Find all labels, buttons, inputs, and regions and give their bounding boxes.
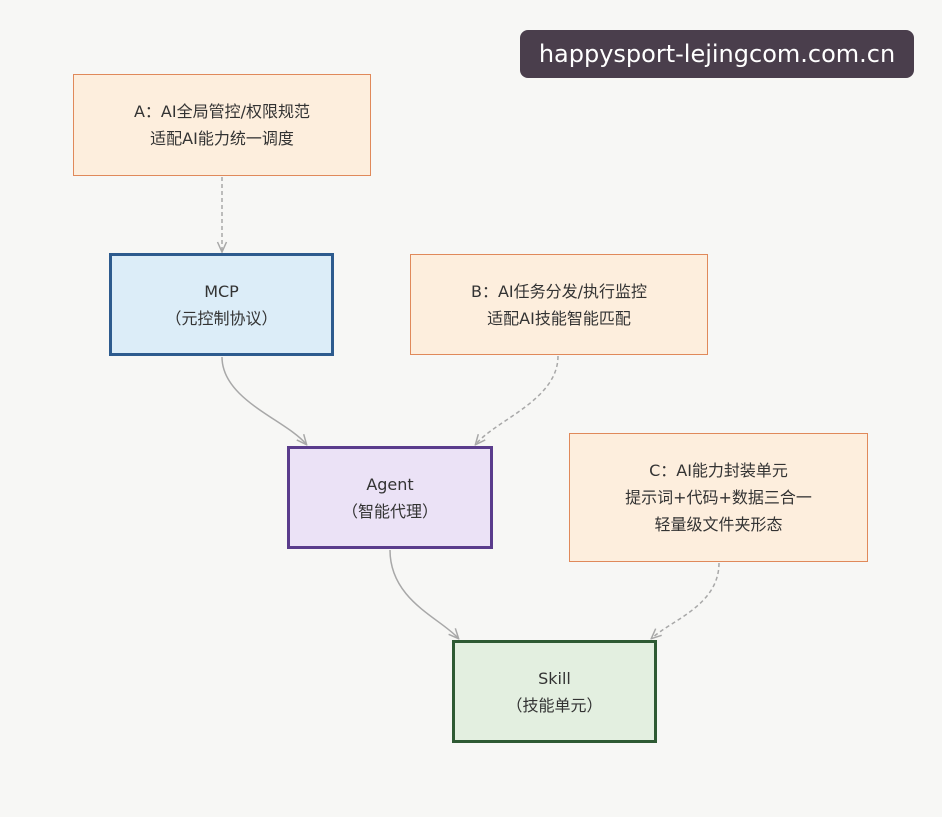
agent-subtitle: （智能代理）	[341, 501, 438, 521]
note-c-line-2: 提示词+代码+数据三合一	[625, 488, 812, 507]
note-a-global-control: A：AI全局管控/权限规范 适配AI能力统一调度	[73, 74, 371, 176]
edge-c-to-skill	[652, 562, 720, 638]
skill-node: Skill （技能单元）	[452, 640, 657, 743]
note-b-line-2: 适配AI技能智能匹配	[487, 308, 631, 328]
mcp-node: MCP （元控制协议）	[109, 253, 334, 356]
watermark-badge: happysport-lejingcom.com.cn	[520, 30, 914, 78]
edge-agent-to-skill	[389, 549, 458, 638]
note-a-line-1: A：AI全局管控/权限规范	[133, 102, 310, 121]
edge-mcp-to-agent	[221, 356, 306, 444]
agent-title: Agent	[366, 474, 414, 494]
skill-subtitle: （技能单元）	[506, 695, 603, 715]
note-c-line-1: C：AI能力封装单元	[649, 461, 788, 480]
note-a-line-2: 适配AI能力统一调度	[150, 129, 294, 148]
mcp-subtitle: （元控制协议）	[165, 308, 278, 328]
edge-b-to-agent	[476, 355, 559, 444]
note-c-line-3: 轻量级文件夹形态	[654, 515, 783, 534]
mcp-title: MCP	[204, 281, 239, 301]
note-c-capability-unit: C：AI能力封装单元 提示词+代码+数据三合一 轻量级文件夹形态	[569, 433, 868, 562]
note-b-task-dispatch: B：AI任务分发/执行监控 适配AI技能智能匹配	[410, 254, 708, 355]
skill-title: Skill	[538, 668, 571, 688]
note-b-line-1: B：AI任务分发/执行监控	[470, 281, 648, 301]
agent-node: Agent （智能代理）	[287, 446, 493, 549]
